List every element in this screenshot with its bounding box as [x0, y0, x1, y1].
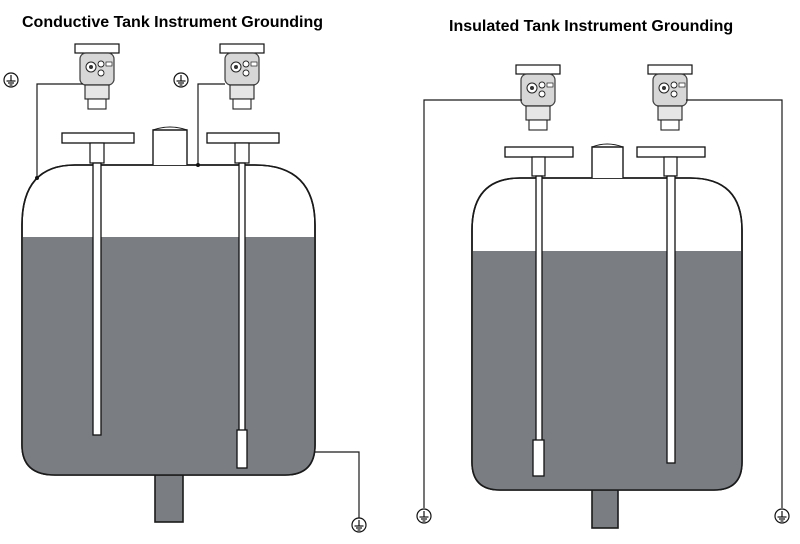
- conductive-tank: [3, 43, 367, 533]
- conductive-tank-transmitter-2: [206, 43, 280, 469]
- conductive-tank-transmitter-1: [61, 43, 135, 436]
- insulated-tank-transmitter-2: [636, 64, 706, 464]
- ground-symbol-icon: [3, 72, 19, 88]
- ground-symbol-icon: [173, 72, 189, 88]
- insulated-tank-transmitter-1: [504, 64, 574, 477]
- ground-symbol-icon: [416, 508, 432, 524]
- ground-symbol-icon: [774, 508, 790, 524]
- insulated-tank: [416, 64, 790, 529]
- ground-symbol-icon: [351, 517, 367, 533]
- conductive-tank-title: Conductive Tank Instrument Grounding: [22, 14, 324, 31]
- insulated-tank-title: Insulated Tank Instrument Grounding: [449, 18, 734, 35]
